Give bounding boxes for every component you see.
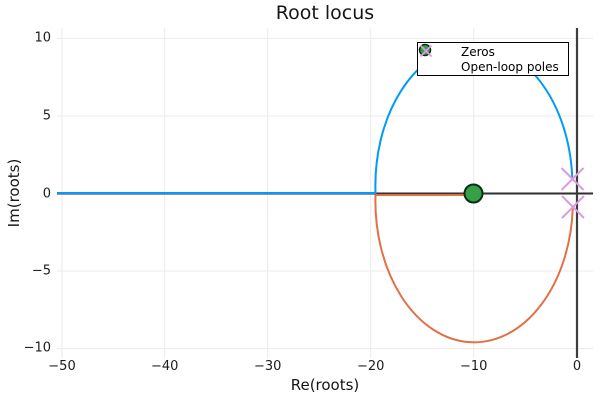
legend-label-zeros: Zeros	[461, 44, 495, 59]
x-tick-label: −20	[356, 359, 385, 374]
pole-marker-lower	[561, 195, 585, 219]
legend-item-zeros: Zeros	[418, 43, 568, 59]
pole-marker-upper	[560, 167, 585, 191]
x-tick-label: −30	[253, 359, 282, 374]
y-tick-label: −5	[31, 263, 51, 278]
pole-markers	[560, 167, 585, 219]
x-axis-label: Re(roots)	[290, 376, 360, 394]
y-tick-label: 10	[34, 30, 51, 46]
zero-marker	[463, 183, 484, 204]
legend-label-poles: Open-loop poles	[461, 59, 559, 74]
y-tick-label: 0	[42, 186, 51, 201]
legend-box: Zeros Open-loop poles	[417, 42, 569, 76]
legend-item-poles: Open-loop poles	[419, 44, 568, 74]
chart-title: Root locus	[275, 2, 375, 24]
x-tick-label: 0	[572, 359, 582, 374]
x-tick-label: −50	[48, 359, 76, 374]
y-tick-label: 5	[42, 108, 51, 124]
locus-branch-2-arc	[374, 194, 574, 344]
x-tick-label: −40	[150, 359, 179, 374]
x-tick-label: −10	[459, 359, 488, 374]
y-tick-label: −10	[23, 340, 51, 356]
